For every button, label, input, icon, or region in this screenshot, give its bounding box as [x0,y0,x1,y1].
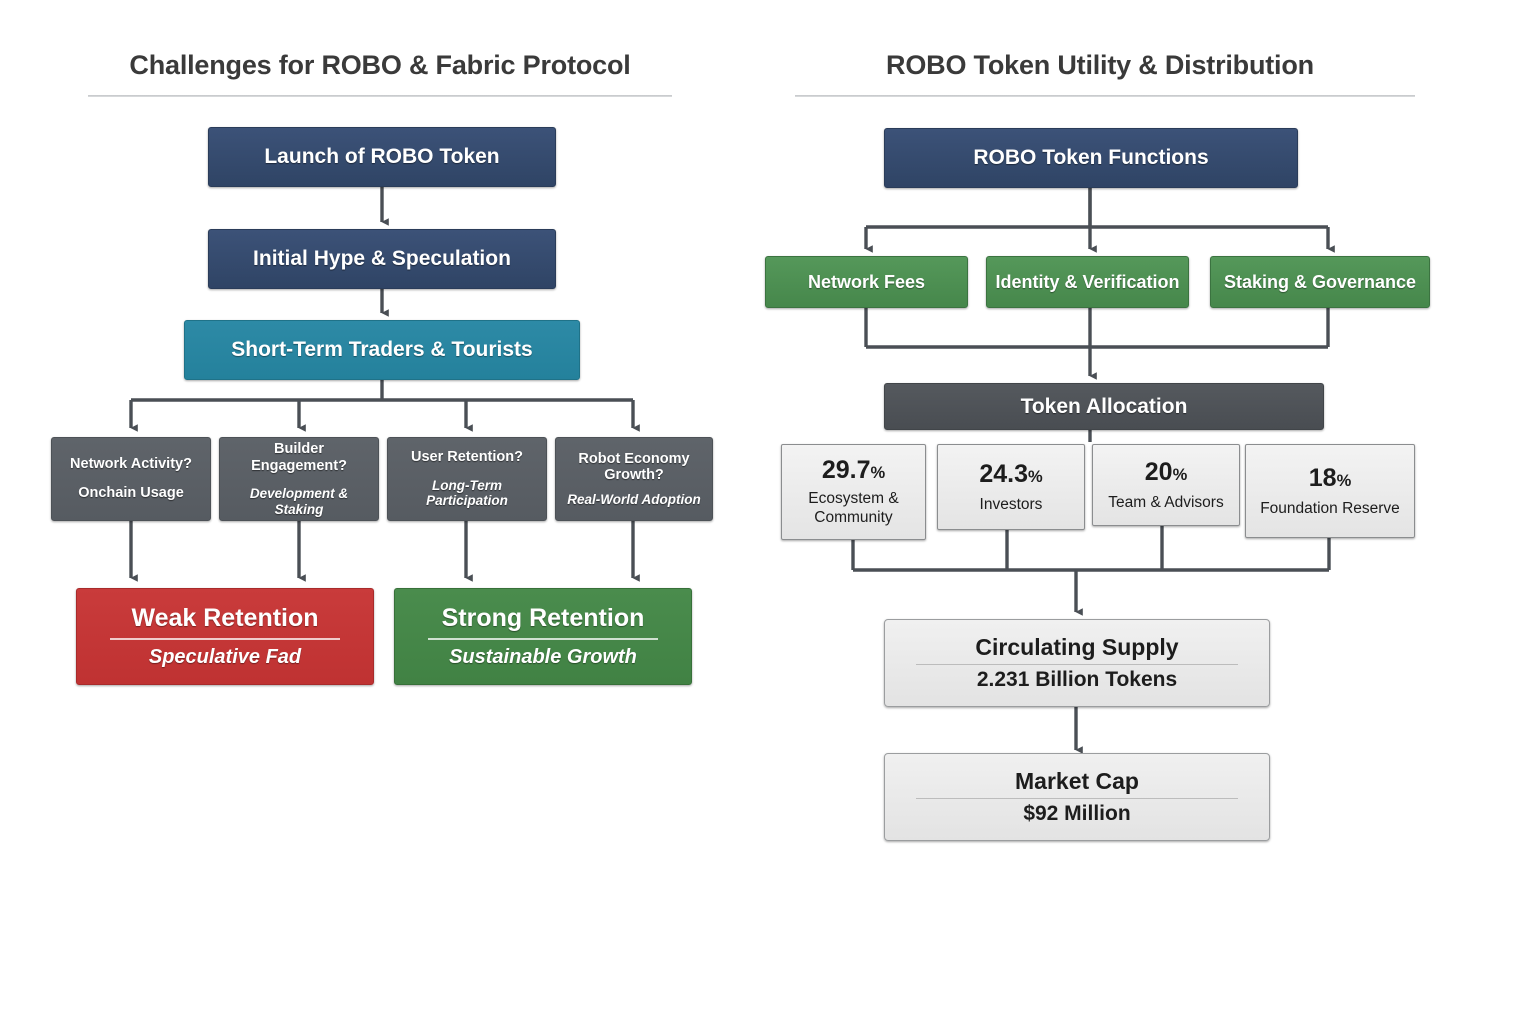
circulating-supply-title: Circulating Supply [975,634,1179,660]
circulating-supply-divider [915,664,1239,665]
allocation-card-team-advisors[interactable]: 20% Team & Advisors [1092,444,1240,526]
allocation-card-ecosystem-community[interactable]: 29.7% Ecosystem & Community [781,444,926,540]
function-3-label: Staking & Governance [1223,271,1417,292]
node-function-identity-verification[interactable]: Identity & Verification [986,256,1189,308]
right-title-rule [795,95,1415,97]
outcome-strong-sub: Sustainable Growth [449,646,637,669]
node-outcome-weak-retention[interactable]: Weak Retention Speculative Fad [76,588,374,685]
question-3-sub: Long-Term Participation [426,477,508,509]
question-2-title: Builder Engagement? [251,441,347,474]
allocation-4-label: Foundation Reserve [1260,499,1400,517]
market-cap-divider [915,798,1239,799]
allocation-2-percent: 24.3% [979,459,1043,488]
question-4-title: Robot Economy Growth? [578,450,690,484]
allocation-4-percent: 18% [1308,463,1352,492]
node-launch-of-robo-token[interactable]: Launch of ROBO Token [208,127,556,187]
node-short-term-traders[interactable]: Short-Term Traders & Tourists [184,320,580,380]
panel-challenges: Challenges for ROBO & Fabric Protocol La… [0,0,760,1024]
question-3-title: User Retention? [411,449,523,466]
outcome-strong-title: Strong Retention [441,603,645,632]
function-1-label: Network Fees [807,271,926,292]
outcome-weak-title: Weak Retention [131,603,319,632]
node-hype-label: Initial Hype & Speculation [253,247,511,271]
outcome-weak-sub: Speculative Fad [148,646,302,669]
allocation-2-label: Investors [979,495,1043,513]
market-cap-value: $92 Million [1023,802,1131,825]
question-4-sub: Real-World Adoption [567,491,701,507]
allocation-card-foundation-reserve[interactable]: 18% Foundation Reserve [1245,444,1415,538]
allocation-1-label: Ecosystem & Community [808,490,899,526]
node-initial-hype[interactable]: Initial Hype & Speculation [208,229,556,289]
allocation-3-percent: 20% [1144,457,1188,486]
node-outcome-strong-retention[interactable]: Strong Retention Sustainable Growth [394,588,692,685]
token-allocation-label: Token Allocation [1020,394,1188,418]
node-question-network-activity[interactable]: Network Activity? Onchain Usage [51,437,211,521]
outcome-weak-divider [109,638,341,641]
left-panel-title: Challenges for ROBO & Fabric Protocol [129,50,631,80]
circulating-supply-value: 2.231 Billion Tokens [976,668,1178,691]
market-cap-title: Market Cap [1015,768,1139,794]
question-1-sub: Onchain Usage [78,485,184,501]
node-root-label: ROBO Token Functions [973,146,1209,170]
panel-token-utility: ROBO Token Utility & Distribution ROBO T… [760,0,1536,1024]
node-launch-label: Launch of ROBO Token [264,145,500,169]
node-function-network-fees[interactable]: Network Fees [765,256,968,308]
node-question-user-retention[interactable]: User Retention? Long-Term Participation [387,437,547,521]
allocation-3-label: Team & Advisors [1108,493,1224,511]
node-robo-token-functions[interactable]: ROBO Token Functions [884,128,1298,188]
question-2-sub: Development & Staking [249,486,349,517]
function-2-label: Identity & Verification [995,271,1180,292]
node-traders-label: Short-Term Traders & Tourists [231,338,533,362]
question-1-title: Network Activity? [70,456,192,473]
node-function-staking-governance[interactable]: Staking & Governance [1210,256,1430,308]
node-token-allocation-header[interactable]: Token Allocation [884,383,1324,430]
node-market-cap[interactable]: Market Cap $92 Million [884,753,1270,841]
right-panel-title: ROBO Token Utility & Distribution [886,50,1314,80]
allocation-card-investors[interactable]: 24.3% Investors [937,444,1085,530]
node-question-robot-economy-growth[interactable]: Robot Economy Growth? Real-World Adoptio… [555,437,713,521]
node-circulating-supply[interactable]: Circulating Supply 2.231 Billion Tokens [884,619,1270,707]
allocation-1-percent: 29.7% [821,456,886,485]
left-title-rule [88,95,672,97]
node-question-builder-engagement[interactable]: Builder Engagement? Development & Stakin… [219,437,379,521]
outcome-strong-divider [427,638,659,641]
